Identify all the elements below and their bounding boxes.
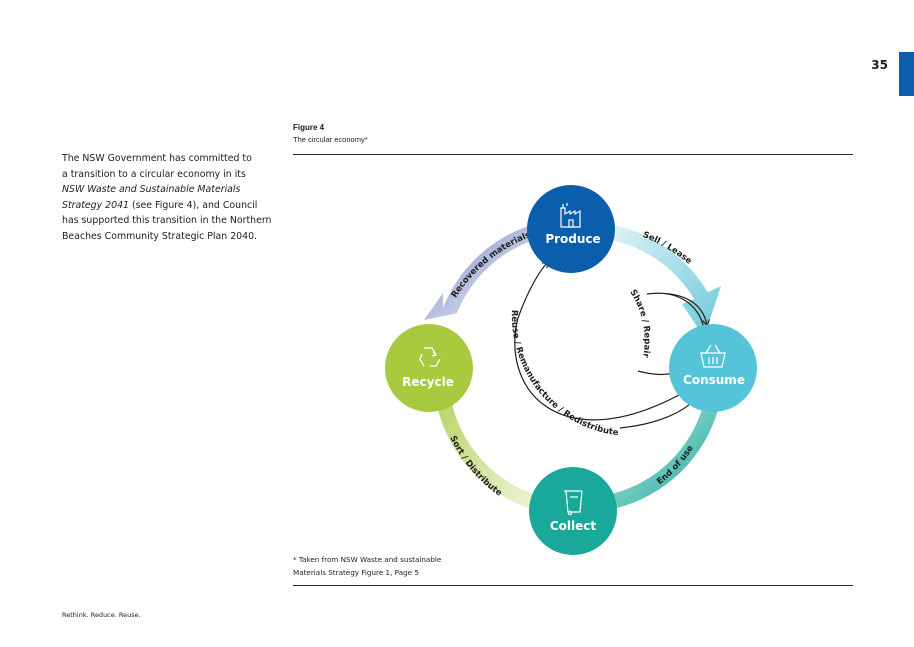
recovered-materials-label: Recovered materials: [450, 230, 532, 300]
produce-node: Produce: [527, 185, 615, 273]
factory-icon: [560, 203, 581, 228]
collect-label: Collect: [550, 519, 597, 533]
sell-lease-band: [604, 224, 721, 337]
share-repair-label: Share / Repair: [627, 288, 651, 359]
produce-label: Produce: [545, 232, 600, 246]
body-line: has supported this transition in the Nor…: [62, 215, 272, 227]
figure-footnote: * Taken from NSW Waste and sustainable M…: [293, 553, 441, 579]
body-line: a transition to a circular economy in it…: [62, 168, 246, 180]
page-tab: [899, 52, 914, 96]
figure-caption: The circular economy*: [293, 135, 368, 144]
recycle-node: Recycle: [385, 324, 473, 412]
footnote-line: Materials Strategy Figure 1, Page 5: [293, 568, 419, 577]
collect-node: Collect: [529, 467, 617, 555]
body-line: NSW Waste and Sustainable Materials: [62, 182, 282, 198]
body-line-text: (see Figure 4), and Council: [129, 199, 258, 211]
figure-bottom-rule: [293, 585, 853, 586]
footnote-line: * Taken from NSW Waste and sustainable: [293, 555, 442, 564]
basket-icon: [700, 344, 726, 368]
footer-tagline: Rethink. Reduce. Reuse.: [62, 611, 141, 619]
sort-distribute-label: Sort / Distribute: [447, 434, 503, 498]
bin-icon: [564, 490, 583, 516]
figure-label: Figure 4: [293, 123, 325, 132]
circular-economy-diagram: Sell / Lease End of use Sort / Distribut…: [385, 185, 757, 555]
page-number: 35: [871, 58, 888, 72]
body-line: Beaches Community Strategic Plan 2040.: [62, 230, 258, 242]
figure-top-rule: [293, 154, 853, 155]
body-line: The NSW Government has committed to: [62, 153, 252, 164]
consume-label: Consume: [683, 373, 745, 387]
consume-node: Consume: [669, 324, 757, 412]
body-line-italic: Strategy 2041: [62, 199, 130, 211]
recycle-icon: [419, 347, 441, 367]
recovered-materials-band: [424, 224, 538, 320]
end-of-use-band: [611, 402, 719, 509]
reuse-arrow: [514, 260, 699, 429]
body-paragraph: The NSW Government has committed to a tr…: [62, 151, 282, 245]
body-line: Strategy 2041 (see Figure 4), and Counci…: [62, 198, 282, 214]
sort-distribute-band: [437, 404, 539, 510]
end-of-use-label: End of use: [655, 444, 696, 487]
recycle-label: Recycle: [402, 375, 454, 389]
body-line-italic: NSW Waste and Sustainable Materials: [62, 184, 241, 196]
